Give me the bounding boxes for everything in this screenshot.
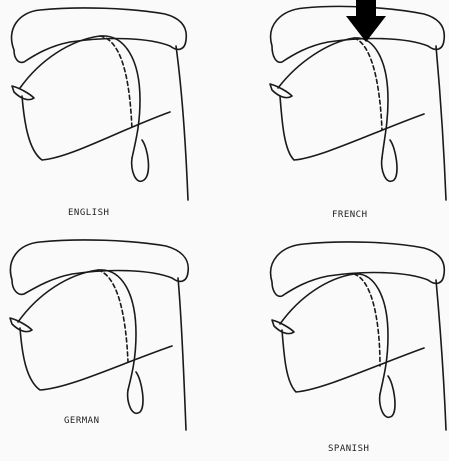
panel-german: GERMAN	[0, 230, 224, 460]
down-arrow-icon	[346, 0, 386, 42]
vocal-tract-diagram	[224, 230, 448, 460]
vocal-tract-diagram	[0, 0, 224, 230]
palate-outline	[12, 8, 187, 62]
palate-outline	[10, 240, 188, 294]
rear-pharynx-wall	[436, 46, 446, 200]
panel-label: GERMAN	[64, 416, 100, 426]
panel-french: FRENCH	[224, 0, 448, 230]
tongue-dashed-contour	[98, 270, 128, 362]
panel-english: ENGLISH	[0, 0, 224, 230]
lips-shape	[270, 84, 292, 98]
jaw-contour	[280, 96, 424, 160]
panel-label: ENGLISH	[68, 208, 109, 218]
lips-shape	[10, 318, 32, 332]
epiglottis-contour	[128, 372, 143, 413]
lips-shape	[12, 86, 34, 100]
tongue-dashed-contour	[354, 274, 380, 366]
jaw-contour	[282, 330, 424, 392]
vocal-tract-diagram	[224, 0, 448, 230]
jaw-contour	[20, 328, 172, 390]
tongue-contour	[280, 274, 388, 394]
vocal-tract-diagram	[0, 230, 224, 460]
lips-shape	[272, 320, 294, 334]
jaw-contour	[22, 96, 170, 160]
rear-pharynx-wall	[436, 280, 446, 430]
tongue-contour	[278, 38, 388, 158]
rear-pharynx-wall	[176, 46, 188, 200]
panel-spanish: SPANISH	[224, 230, 448, 460]
palate-outline	[271, 242, 445, 296]
panel-label: SPANISH	[328, 444, 369, 454]
rear-pharynx-wall	[178, 278, 186, 430]
panel-label: FRENCH	[332, 210, 368, 220]
